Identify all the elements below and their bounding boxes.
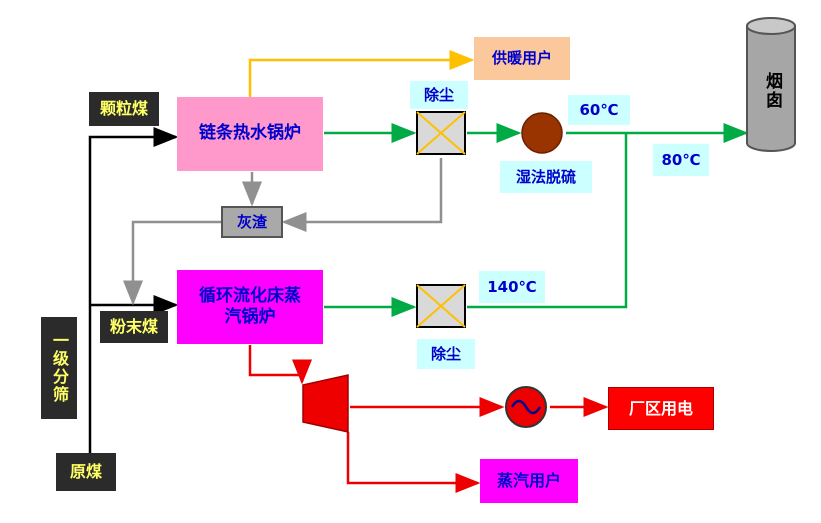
heating-line — [248, 50, 475, 97]
ash-slag-box: 灰渣 — [221, 206, 283, 238]
steam-lines — [248, 345, 609, 493]
flue-lines — [324, 123, 749, 317]
dust-to-merge — [467, 133, 628, 309]
dust-collector-top-icon — [416, 111, 466, 155]
desulfurization-icon — [521, 112, 563, 154]
steam-users-box: 蒸汽用户 — [480, 459, 578, 503]
temp-80-label: 80℃ — [653, 144, 709, 176]
turbine-to-steam-users — [346, 432, 481, 493]
dust-ash-return — [281, 158, 443, 232]
dust-removal-label-bottom: 除尘 — [417, 339, 475, 369]
chimney-icon — [746, 17, 796, 152]
turbine-icon — [302, 374, 349, 433]
temp-140-label: 140℃ — [479, 271, 545, 303]
wet-desulfurization-label: 湿法脱硫 — [500, 161, 592, 193]
chimney-label: 烟囱 — [762, 72, 782, 110]
dust-collector-bottom-icon — [416, 284, 466, 328]
dust-removal-label-top: 除尘 — [410, 81, 468, 109]
raw-coal-label: 原煤 — [56, 453, 116, 491]
plant-power-box: 厂区用电 — [608, 387, 714, 430]
ash-lines — [123, 158, 443, 306]
cfb-steam-boiler: 循环流化床蒸汽锅炉 — [177, 270, 323, 344]
generator-icon — [505, 386, 547, 428]
heating-users-box: 供暖用户 — [474, 37, 570, 80]
raw-coal-riser — [88, 127, 179, 455]
primary-screening-label: 一级分筛 — [41, 317, 77, 419]
cfb-to-turbine — [248, 345, 312, 385]
granular-coal-label: 颗粒煤 — [89, 92, 159, 126]
ash-to-powder — [123, 220, 221, 306]
chain-grate-boiler: 链条热水锅炉 — [177, 97, 323, 171]
powder-coal-label: 粉末煤 — [100, 311, 168, 343]
temp-60-label: 60℃ — [568, 95, 630, 125]
